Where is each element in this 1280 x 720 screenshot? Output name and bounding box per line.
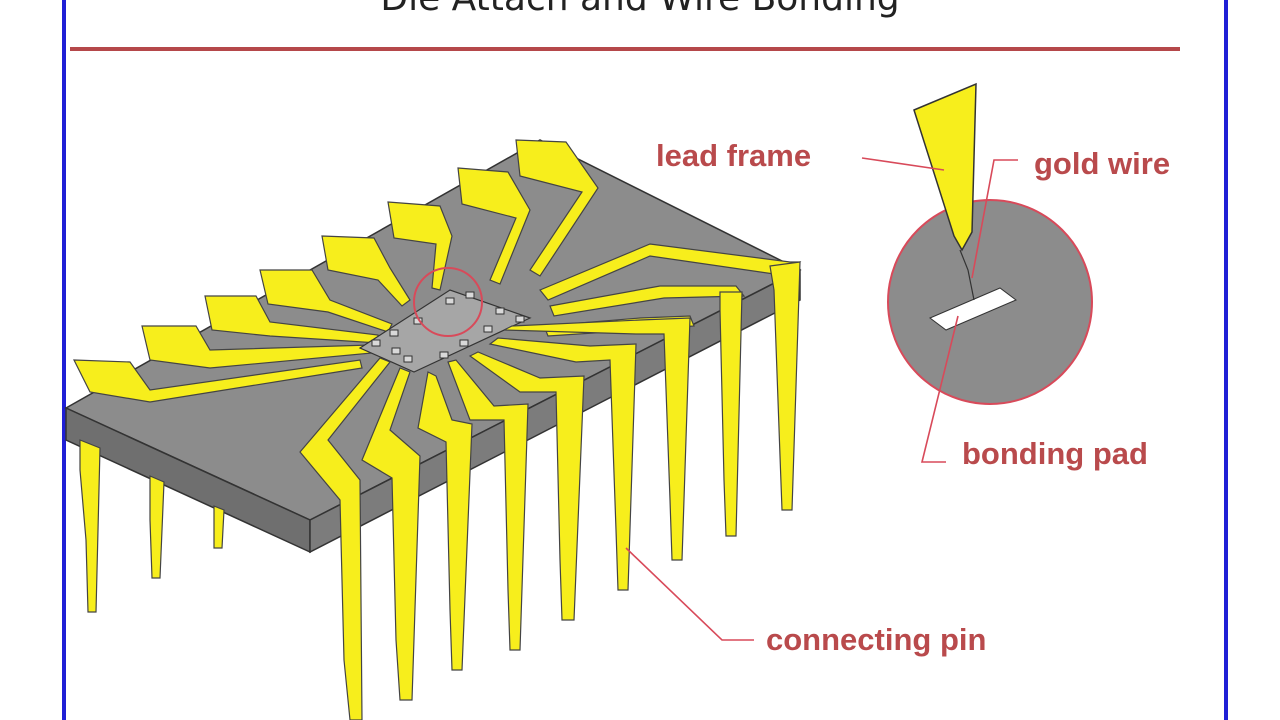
- die-pad: [446, 298, 454, 304]
- label-bonding-pad: bonding pad: [962, 436, 1148, 472]
- label-gold-wire: gold wire: [1034, 146, 1170, 182]
- die-pad: [372, 340, 380, 346]
- label-lead-frame: lead frame: [656, 138, 811, 174]
- die-pad: [484, 326, 492, 332]
- die-pad: [516, 316, 524, 322]
- die-pad: [496, 308, 504, 314]
- label-connecting-pin: connecting pin: [766, 622, 986, 658]
- pin-back-1: [80, 440, 100, 612]
- lead-front-9: [770, 262, 800, 510]
- die-pad: [404, 356, 412, 362]
- die-pad: [392, 348, 400, 354]
- die-pad: [460, 340, 468, 346]
- pin-back-3: [214, 506, 224, 548]
- die-pad: [390, 330, 398, 336]
- leader-connecting-pin: [626, 548, 754, 640]
- die-pad: [440, 352, 448, 358]
- magnified-bond-inset: [888, 84, 1092, 404]
- die-pad: [466, 292, 474, 298]
- lead-front-8: [720, 292, 742, 536]
- pin-back-2: [150, 476, 164, 578]
